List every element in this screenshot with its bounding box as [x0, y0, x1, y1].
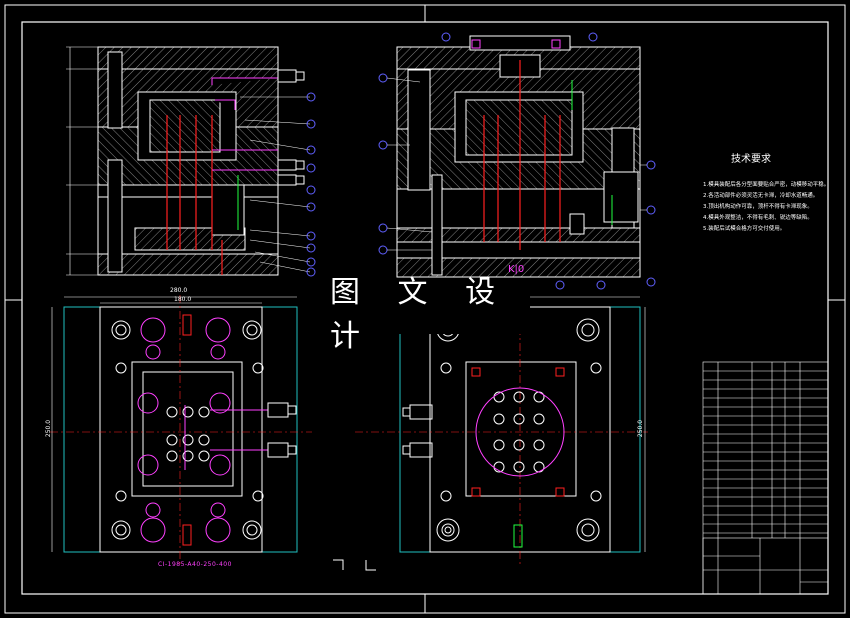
title-block	[702, 537, 829, 595]
dimension-width-outer: 280.0	[170, 287, 188, 294]
bom-rows	[703, 370, 828, 534]
tech-requirement-line: 5.装配后试模合格方可交付使用。	[703, 226, 786, 232]
bill-of-materials	[702, 361, 829, 595]
k-label: K|0	[508, 264, 525, 275]
dimension-height: 250.0	[45, 419, 53, 438]
plan-view-left	[50, 295, 312, 565]
section-view-right	[378, 32, 656, 290]
tech-requirements-list: 1.模具装配后各分型面要贴合严密，动模移动平稳。 2.各活动部件必须灵活无卡滞，…	[703, 180, 831, 235]
section-view-left	[66, 46, 316, 277]
watermark: 图 文 设 计	[330, 275, 530, 354]
tech-requirement-line: 3.顶出机构动作可靠，顶杆不得有卡滞现象。	[703, 204, 813, 210]
tech-requirements-title: 技术要求	[731, 154, 771, 165]
dimension-width-inner: 180.0	[174, 296, 192, 303]
tech-requirement-line: 2.各活动部件必须灵活无卡滞，冷却水道畅通。	[703, 193, 819, 199]
part-number: CI-1985-A40-250-400	[158, 561, 232, 568]
drawing-frame	[4, 4, 846, 614]
tech-requirement-line: 1.模具装配后各分型面要贴合严密，动模移动平稳。	[703, 182, 830, 188]
plan-view-right	[333, 295, 648, 571]
dimension-height-right: 250.0	[637, 419, 645, 438]
tech-requirement-line: 4.模具外观整洁，不得有毛刺、锐边等缺陷。	[703, 215, 813, 221]
